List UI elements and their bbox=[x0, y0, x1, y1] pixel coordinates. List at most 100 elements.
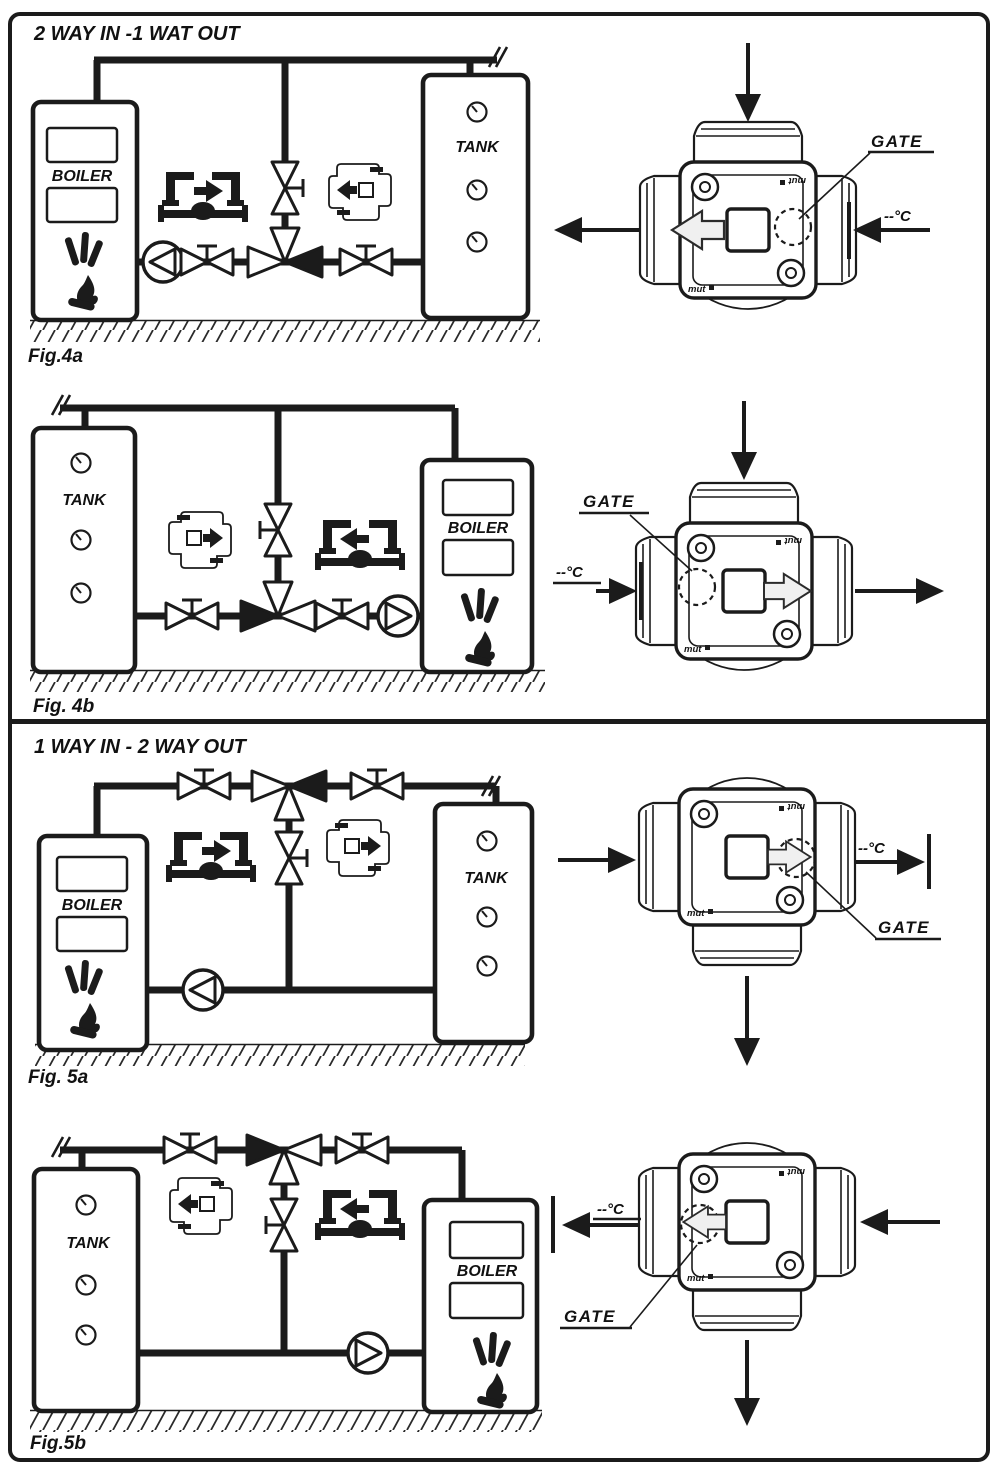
gate-circle bbox=[773, 207, 813, 247]
valve-port-top bbox=[688, 481, 800, 525]
ground-hatch bbox=[30, 1410, 542, 1432]
brand-logo: mut bbox=[684, 644, 710, 655]
pump-icon bbox=[346, 1331, 390, 1375]
valve-port-bottom bbox=[691, 923, 803, 967]
figure-caption: Fig. 5a bbox=[28, 1067, 89, 1088]
pipe-break-icon bbox=[480, 775, 502, 797]
tank-label: TANK bbox=[464, 870, 509, 887]
gate-leader-line bbox=[629, 514, 693, 572]
gate-valve-icon bbox=[266, 1199, 297, 1251]
section-title: 1 WAY IN - 2 WAY OUT bbox=[34, 736, 248, 758]
gauge-icon bbox=[70, 452, 92, 474]
tank-label: TANK bbox=[455, 139, 500, 156]
gate-valve-icon bbox=[314, 598, 370, 631]
valve-port-right bbox=[813, 801, 857, 913]
gate-valve-icon bbox=[179, 244, 235, 277]
boiler-label: BOILER bbox=[62, 897, 123, 914]
gauge-icon bbox=[70, 582, 92, 604]
gauge-icon bbox=[476, 906, 498, 928]
pump-icon bbox=[141, 240, 185, 284]
valve-knob bbox=[721, 568, 767, 614]
schematic-fig4a: BOILER TANK Fig.4a bbox=[28, 46, 540, 367]
pump-icon bbox=[376, 594, 420, 638]
page-frame bbox=[8, 12, 990, 1462]
brand-logo: mut bbox=[780, 175, 806, 186]
gate-label: GATE bbox=[583, 492, 635, 511]
svg-text:mut: mut bbox=[684, 644, 702, 655]
gauge-icon bbox=[476, 955, 498, 977]
gate-valve-icon bbox=[338, 244, 394, 277]
gate-label: GATE bbox=[564, 1307, 616, 1326]
tank-label: TANK bbox=[62, 492, 107, 509]
gate-valve-icon bbox=[260, 504, 291, 556]
schematic-fig5a: BOILER TANK Fig. 5a bbox=[28, 768, 535, 1088]
gauge-icon bbox=[466, 231, 488, 253]
valve-port-top bbox=[692, 120, 804, 164]
tank-box: TANK bbox=[432, 801, 535, 1045]
svg-text:mut: mut bbox=[784, 535, 802, 546]
boiler-box: BOILER bbox=[36, 833, 150, 1053]
temperature-label: --°C bbox=[858, 840, 886, 857]
valve-top-view-icon bbox=[328, 163, 392, 221]
svg-text:mut: mut bbox=[788, 175, 806, 186]
tank-box: TANK bbox=[31, 1166, 141, 1414]
pump-icon bbox=[181, 968, 225, 1012]
valve-knob bbox=[725, 207, 771, 253]
valve-top-view-icon bbox=[168, 511, 232, 569]
section-1way-in-2-out: 1 WAY IN - 2 WAY OUT BOILER TANK bbox=[28, 736, 941, 1454]
check-valve-photo-icon bbox=[315, 1190, 405, 1240]
pipe-break-icon bbox=[50, 394, 72, 416]
valve-knob bbox=[724, 1199, 770, 1245]
brand-logo: mut bbox=[687, 908, 713, 919]
ground-hatch bbox=[30, 670, 545, 692]
gate-valve-icon bbox=[270, 160, 305, 216]
flow-arrows bbox=[596, 401, 944, 620]
gate-valve-icon bbox=[162, 1132, 218, 1165]
gate-valve-icon bbox=[349, 768, 405, 801]
svg-text:mut: mut bbox=[688, 284, 706, 295]
valve-detail-fig4a: mut mut --°C GATE bbox=[554, 43, 934, 310]
flow-arrows bbox=[554, 43, 930, 259]
boiler-box: BOILER bbox=[419, 457, 535, 675]
valve-detail-fig5b: mut mut --°C GATE bbox=[551, 1142, 940, 1426]
valve-detail-fig4b: mut mut --°C GATE bbox=[553, 401, 944, 671]
gate-leader-line bbox=[798, 152, 871, 220]
gate-leader-line bbox=[805, 871, 877, 939]
svg-text:mut: mut bbox=[687, 908, 705, 919]
boiler-label: BOILER bbox=[52, 168, 113, 185]
svg-text:mut: mut bbox=[787, 801, 805, 812]
figure-caption: Fig. 4b bbox=[33, 696, 95, 717]
svg-text:mut: mut bbox=[787, 1166, 805, 1177]
tank-label: TANK bbox=[66, 1235, 111, 1252]
ground-hatch bbox=[35, 1044, 525, 1066]
valve-port-bottom bbox=[691, 1288, 803, 1332]
section-title: 2 WAY IN -1 WAT OUT bbox=[33, 23, 241, 45]
ground-hatch bbox=[30, 320, 540, 342]
gauge-icon bbox=[75, 1324, 97, 1346]
check-valve-photo-icon bbox=[315, 520, 405, 570]
boiler-box: BOILER bbox=[30, 99, 140, 323]
boiler-label: BOILER bbox=[457, 1263, 518, 1280]
gate-circle bbox=[775, 837, 817, 879]
gate-valve-icon bbox=[164, 598, 220, 631]
gate-valve-icon bbox=[274, 830, 309, 886]
flow-arrows bbox=[558, 834, 931, 1066]
check-valve-photo-icon bbox=[166, 832, 256, 882]
temperature-label: --°C bbox=[597, 1201, 625, 1218]
valve-knob bbox=[724, 834, 770, 880]
gauge-icon bbox=[75, 1194, 97, 1216]
gauge-icon bbox=[476, 830, 498, 852]
schematic-fig5b: TANK BOILER Fig.5b bbox=[30, 1132, 542, 1454]
gate-label: GATE bbox=[871, 132, 923, 151]
valve-top-view-icon bbox=[169, 1177, 233, 1235]
schematic-fig4b: TANK BOILER Fig. 4b bbox=[30, 394, 545, 717]
gauge-icon bbox=[70, 529, 92, 551]
brand-logo: mut bbox=[776, 535, 802, 546]
gauge-icon bbox=[466, 179, 488, 201]
valve-top-view-icon bbox=[326, 819, 390, 877]
figure-caption: Fig.5b bbox=[30, 1433, 86, 1454]
brand-logo: mut bbox=[779, 801, 805, 812]
three-way-valve-icon bbox=[245, 1133, 323, 1186]
